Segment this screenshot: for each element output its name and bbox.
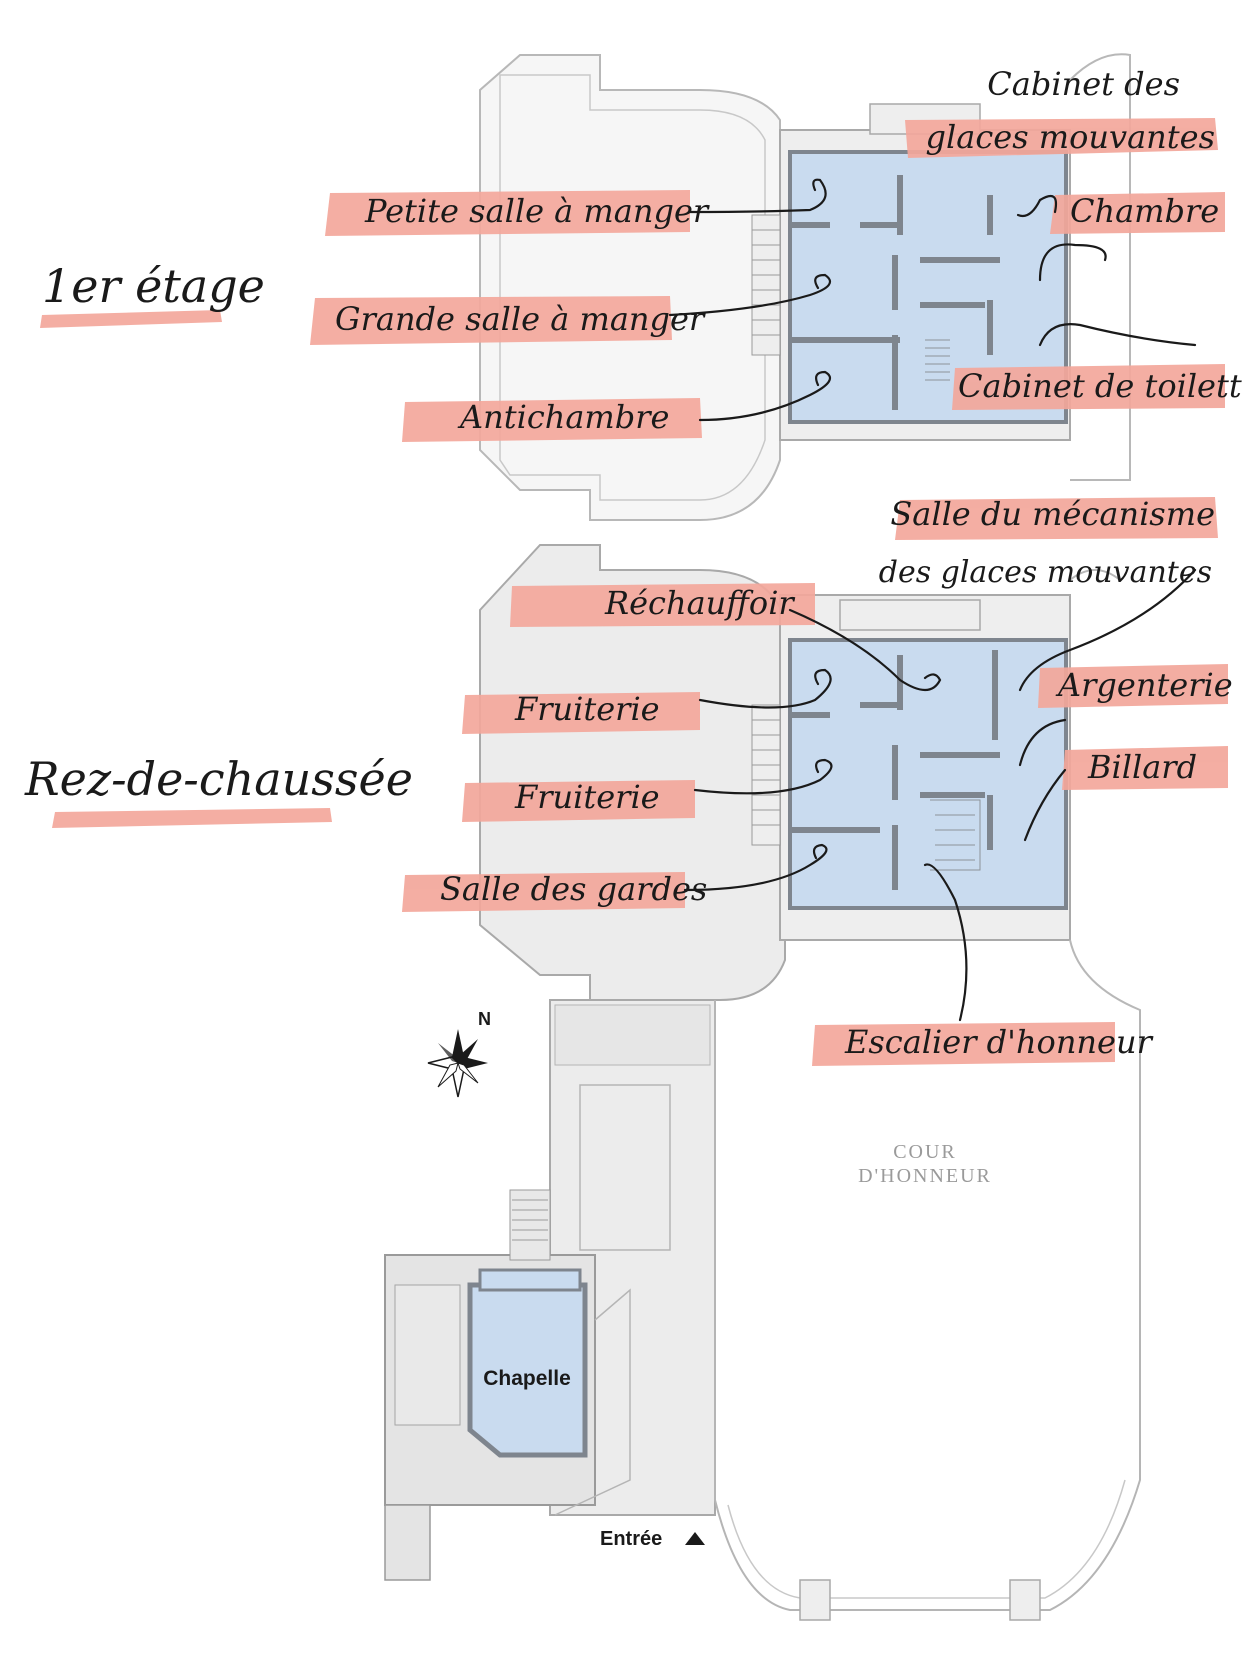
leader-cabinet-glaces: [1038, 243, 1107, 282]
label-antichambre: Antichambre: [457, 398, 669, 436]
label-salle-gardes: Salle des gardes: [440, 870, 707, 908]
underline-rez-de-chaussee: [52, 808, 332, 828]
highlight-grande-salle: [310, 296, 672, 345]
highlight-petite-salle: [325, 190, 690, 236]
highlight-rechauffoir: [510, 583, 815, 627]
leader-billard: [1018, 718, 1067, 767]
label-billard: Billard: [1087, 748, 1197, 786]
label-cabinet-glaces-1: Cabinet des: [987, 65, 1180, 103]
leader-chambre: [1016, 194, 1058, 218]
highlight-escalier: [812, 1022, 1115, 1066]
upper-west-pavilion: [479, 54, 791, 521]
leader-billard-2: [1023, 768, 1067, 842]
triangle-up-icon: [685, 1532, 705, 1545]
label-cabinet-glaces-2: glaces mouvantes: [926, 118, 1215, 156]
highlight-fruiterie-2: [462, 780, 695, 822]
highlight-salle-gardes: [402, 872, 685, 912]
leader-antichambre: [698, 370, 832, 422]
cour-honneur: [714, 1000, 1141, 1621]
ground-floor-plan: [479, 544, 1141, 1480]
label-cabinet-toilette: Cabinet de toilette: [958, 367, 1242, 405]
entrance-wing: [384, 999, 716, 1581]
chapelle-label: Chapelle: [483, 1367, 571, 1390]
highlight-billard: [1062, 746, 1228, 790]
leader-salle-gardes: [683, 843, 828, 892]
cour-label-line2: D'HONNEUR: [858, 1165, 992, 1187]
leader-argenterie: [1018, 568, 1197, 692]
label-salle-mecanisme-2: des glaces mouvantes: [879, 555, 1212, 590]
leader-cabinet-toilette: [1038, 323, 1197, 347]
label-fruiterie-1: Fruiterie: [514, 690, 660, 728]
label-salle-mecanisme-1: Salle du mécanisme: [890, 495, 1215, 533]
leader-lines: [668, 178, 1197, 1022]
highlight-antichambre: [402, 398, 702, 442]
leader-escalier: [923, 863, 968, 1022]
highlight-cabinet-toilette: [952, 364, 1225, 410]
highlight-fruiterie-1: [462, 692, 700, 734]
cour-label-line1: COUR: [893, 1141, 957, 1163]
label-fruiterie-2: Fruiterie: [514, 778, 660, 816]
label-highlights: [40, 118, 1228, 1066]
leader-fruiterie-2: [693, 758, 833, 795]
leader-rechauffoir: [788, 608, 942, 692]
entree-label: Entrée: [600, 1528, 662, 1550]
label-argenterie: Argenterie: [1055, 666, 1233, 704]
highlight-salle-mecanisme: [895, 497, 1218, 540]
ground-floor-title: Rez-de-chaussée: [24, 752, 413, 806]
upper-floor-title: 1er étage: [42, 259, 265, 313]
highlight-chambre: [1050, 192, 1225, 234]
label-petite-salle: Petite salle à manger: [364, 192, 710, 230]
underline-1er-etage: [40, 310, 222, 328]
label-rechauffoir: Réchauffoir: [604, 584, 795, 622]
leader-petite-salle: [688, 178, 827, 214]
leader-grande-salle: [668, 273, 832, 317]
leader-fruiterie-1: [698, 668, 832, 709]
highlight-argenterie: [1038, 664, 1228, 708]
label-escalier: Escalier d'honneur: [844, 1023, 1154, 1061]
label-grande-salle: Grande salle à manger: [335, 300, 706, 338]
highlight-cabinet-glaces: [905, 118, 1218, 158]
compass-north-label: N: [478, 1009, 491, 1029]
ground-rooms-area: [788, 638, 1068, 910]
compass-rose-icon: [427, 1029, 488, 1098]
label-chambre: Chambre: [1070, 192, 1219, 230]
